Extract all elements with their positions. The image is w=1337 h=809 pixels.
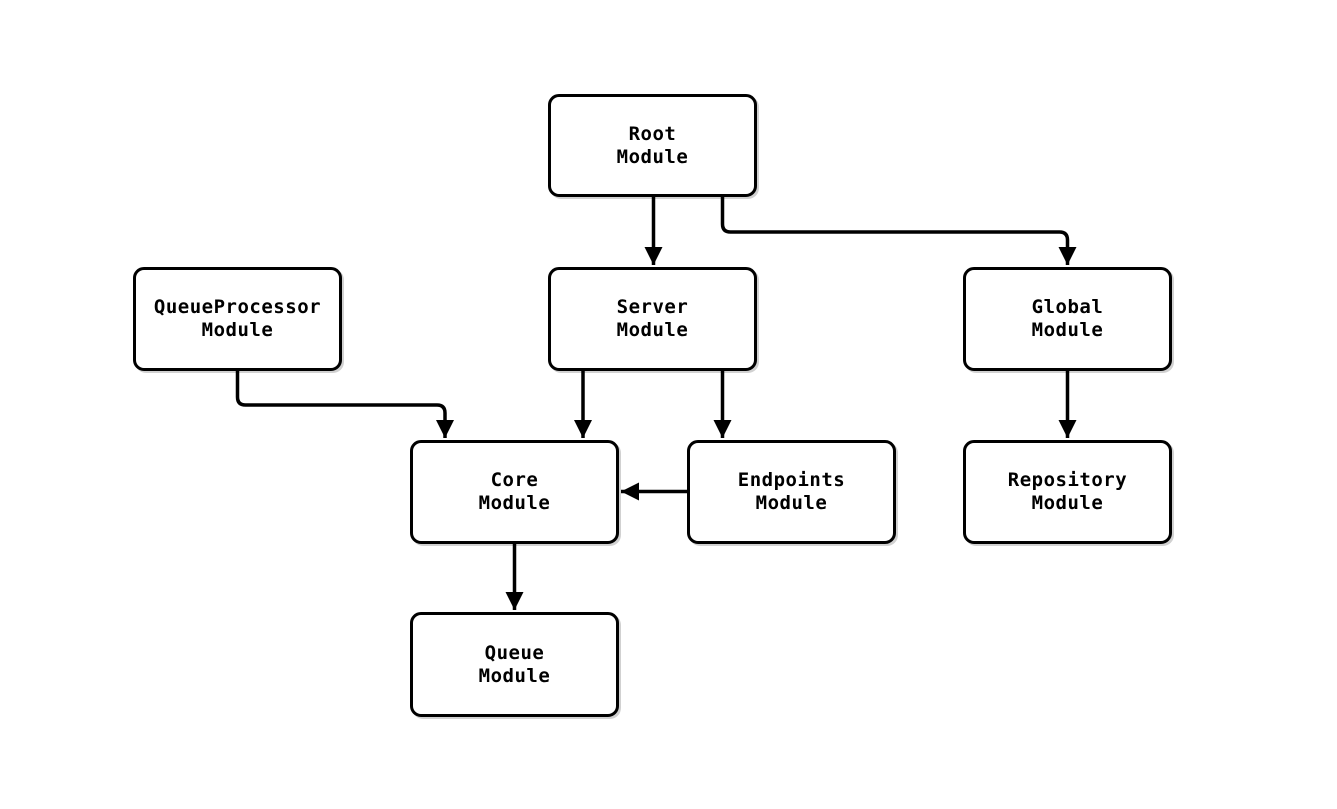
node-root-module: Root Module [548,94,757,197]
node-repository-module: Repository Module [963,440,1172,544]
node-queueprocessor-module: QueueProcessor Module [133,267,342,371]
edge-root-to-global [720,197,1077,265]
node-root-module-label: Root Module [616,122,689,168]
node-endpoints-module-label: Endpoints Module [737,469,846,514]
node-queue-module: Queue Module [410,612,619,717]
node-global-module: Global Module [963,267,1172,371]
node-core-module-label: Core Module [478,469,551,514]
node-global-module-label: Global Module [1031,296,1104,341]
node-queue-module-label: Queue Module [478,641,551,687]
node-queueprocessor-module-label: QueueProcessor Module [153,296,322,341]
node-server-module-label: Server Module [616,296,689,341]
edge-queueprocessor-to-core [235,371,455,438]
node-core-module: Core Module [410,440,619,544]
node-repository-module-label: Repository Module [1007,469,1128,514]
node-endpoints-module: Endpoints Module [687,440,896,544]
node-server-module: Server Module [548,267,757,371]
